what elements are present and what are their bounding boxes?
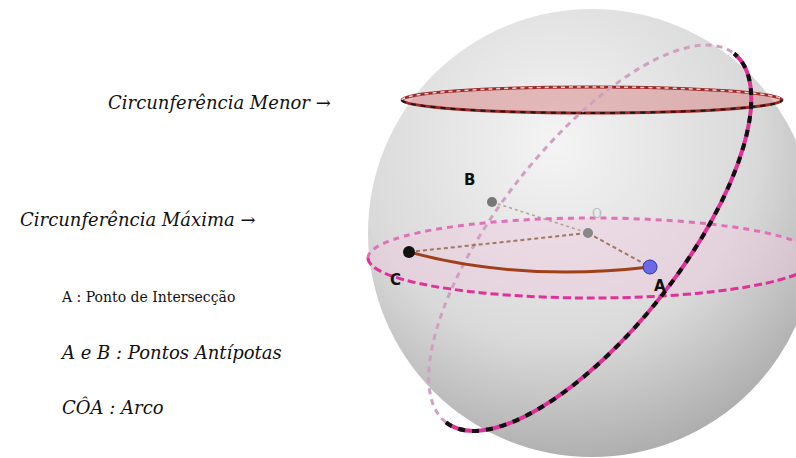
small-circle xyxy=(402,87,782,113)
center-point xyxy=(583,228,593,238)
point-C xyxy=(403,246,415,258)
arc-CA xyxy=(409,252,650,272)
tilted-circle-back xyxy=(373,0,734,422)
legend-note: A : Ponto de Intersecção xyxy=(62,290,235,305)
point-A xyxy=(643,260,657,274)
radius-line xyxy=(492,202,588,233)
radius-line xyxy=(588,233,650,267)
great-circle-label: Circunferência Máxima → xyxy=(20,210,256,230)
legend-note: CÔA : Arco xyxy=(62,398,164,418)
small-circle-label: Circunferência Menor → xyxy=(108,93,331,113)
point-label: C xyxy=(390,272,401,289)
point-label: B xyxy=(464,172,475,189)
great-circle-front xyxy=(368,258,796,298)
radius-line xyxy=(409,233,588,252)
point-label: O xyxy=(592,208,602,221)
legend-note: A e B : Pontos Antípotas xyxy=(62,343,282,363)
point-B xyxy=(487,197,497,207)
sphere xyxy=(368,9,796,457)
tilted-circle-front xyxy=(446,54,796,458)
great-circle-fill xyxy=(368,218,796,298)
point-label: A xyxy=(654,278,666,295)
great-circle-back xyxy=(368,218,796,258)
